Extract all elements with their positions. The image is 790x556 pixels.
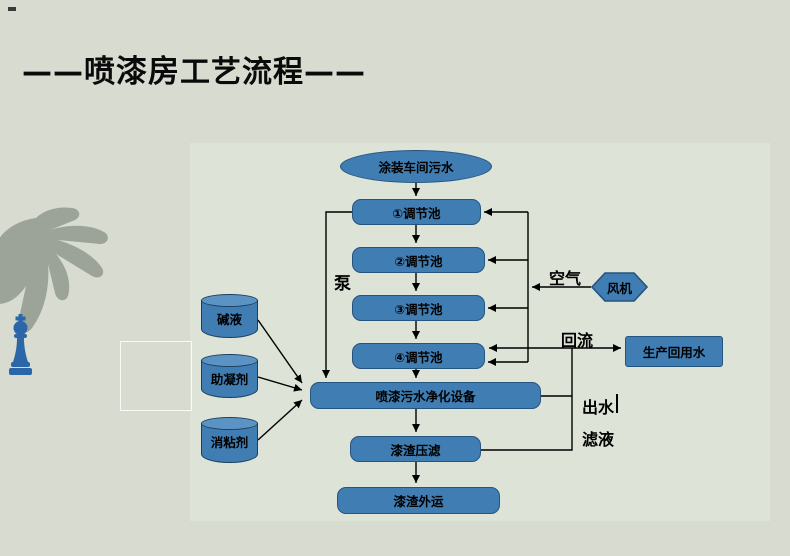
title-dash-right: ——: [304, 55, 366, 90]
label-outlet[interactable]: 出水: [582, 398, 615, 417]
label-air[interactable]: 空气: [549, 269, 582, 288]
cylinder-top: [201, 417, 258, 430]
node-sludge-press[interactable]: 漆渣压滤: [350, 436, 481, 462]
chess-piece-image: [9, 314, 32, 375]
hand-silhouette-image: [0, 207, 108, 333]
title-dash-left: ——: [22, 55, 84, 90]
coagulant-aid-label: 助凝剂: [210, 372, 249, 387]
cylinder-alkali[interactable]: 碱液: [201, 294, 258, 338]
detackifier-label: 消粘剂: [210, 435, 249, 450]
label-pump[interactable]: 泵: [334, 274, 351, 294]
label-reflux[interactable]: 回流: [561, 331, 594, 350]
node-reuse-water[interactable]: 生产回用水: [625, 336, 723, 367]
node-tank1[interactable]: ①调节池: [352, 199, 481, 225]
cylinder-detackifier[interactable]: 消粘剂: [201, 417, 258, 463]
node-tank3[interactable]: ③调节池: [352, 295, 485, 321]
node-source[interactable]: 涂装车间污水: [340, 150, 492, 183]
page-title: ——喷漆房工艺流程——: [22, 46, 366, 91]
diagram-panel: [190, 143, 770, 521]
empty-outline-box: [120, 341, 192, 411]
label-filtrate[interactable]: 滤液: [582, 430, 615, 449]
node-tank4[interactable]: ④调节池: [352, 343, 485, 369]
node-tank2[interactable]: ②调节池: [352, 247, 485, 273]
title-bold: 喷漆房: [84, 54, 180, 90]
fan-label: 风机: [606, 280, 632, 296]
cylinder-coagulant-aid[interactable]: 助凝剂: [201, 354, 258, 398]
text-cursor: [616, 394, 618, 413]
cylinder-top: [201, 294, 258, 307]
title-normal: 工艺流程: [180, 55, 304, 90]
node-purifier[interactable]: 喷漆污水净化设备: [310, 382, 541, 409]
cylinder-top: [201, 354, 258, 367]
corner-mark: [8, 7, 16, 11]
alkali-label: 碱液: [216, 312, 242, 327]
node-fan[interactable]: 风机: [591, 272, 648, 302]
fan-hexagon-shape: [591, 272, 648, 302]
node-sludge-out[interactable]: 漆渣外运: [337, 487, 500, 514]
